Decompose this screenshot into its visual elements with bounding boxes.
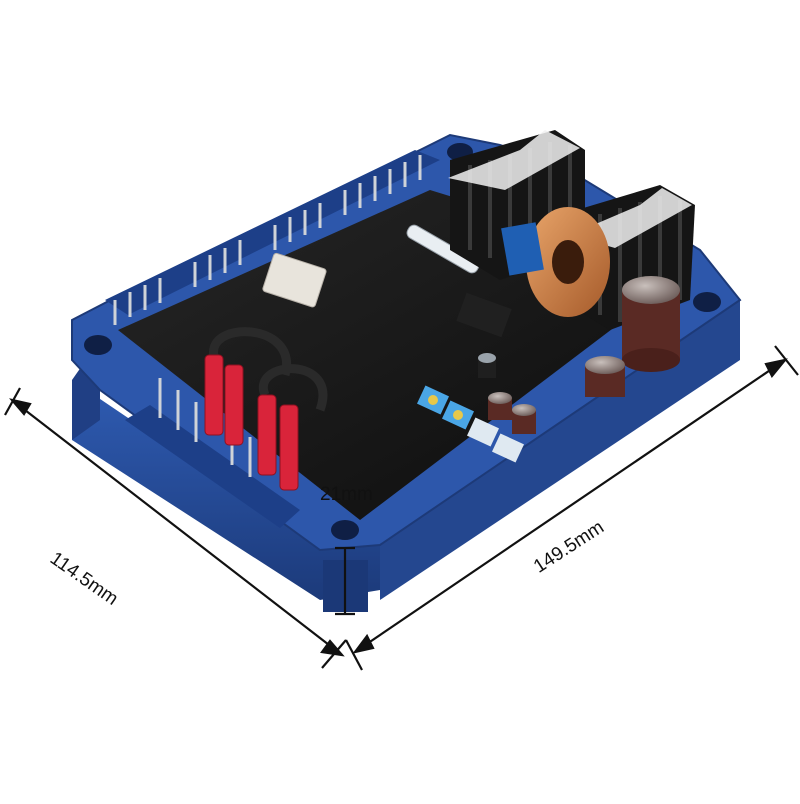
film-capacitor <box>501 222 544 276</box>
white-connector <box>262 252 327 308</box>
electrolytic-capacitor-small-2 <box>512 404 536 434</box>
electrolytic-capacitor-small-1 <box>488 392 512 420</box>
wire-loop-1 <box>209 327 291 377</box>
pin-header <box>456 292 512 338</box>
wire-loop-2 <box>258 364 328 412</box>
mounting-hole-b <box>331 520 359 540</box>
electrolytic-capacitor-large <box>622 276 680 372</box>
mounting-hole-r <box>693 292 721 312</box>
housing-side-right <box>380 300 740 600</box>
red-terminals <box>204 354 299 491</box>
electrolytic-capacitor-medium <box>585 356 625 397</box>
fuse <box>406 224 480 274</box>
terminal-strip-top <box>105 150 440 325</box>
dimension-arrow-icon <box>4 345 799 671</box>
trimmer-potentiometers <box>416 385 525 463</box>
mounting-hole-l <box>84 335 112 355</box>
height-dimension-label: 21mm <box>320 484 373 505</box>
electrolytic-capacitor-small-3 <box>478 353 496 378</box>
terminal-strip-bottom <box>125 378 300 528</box>
